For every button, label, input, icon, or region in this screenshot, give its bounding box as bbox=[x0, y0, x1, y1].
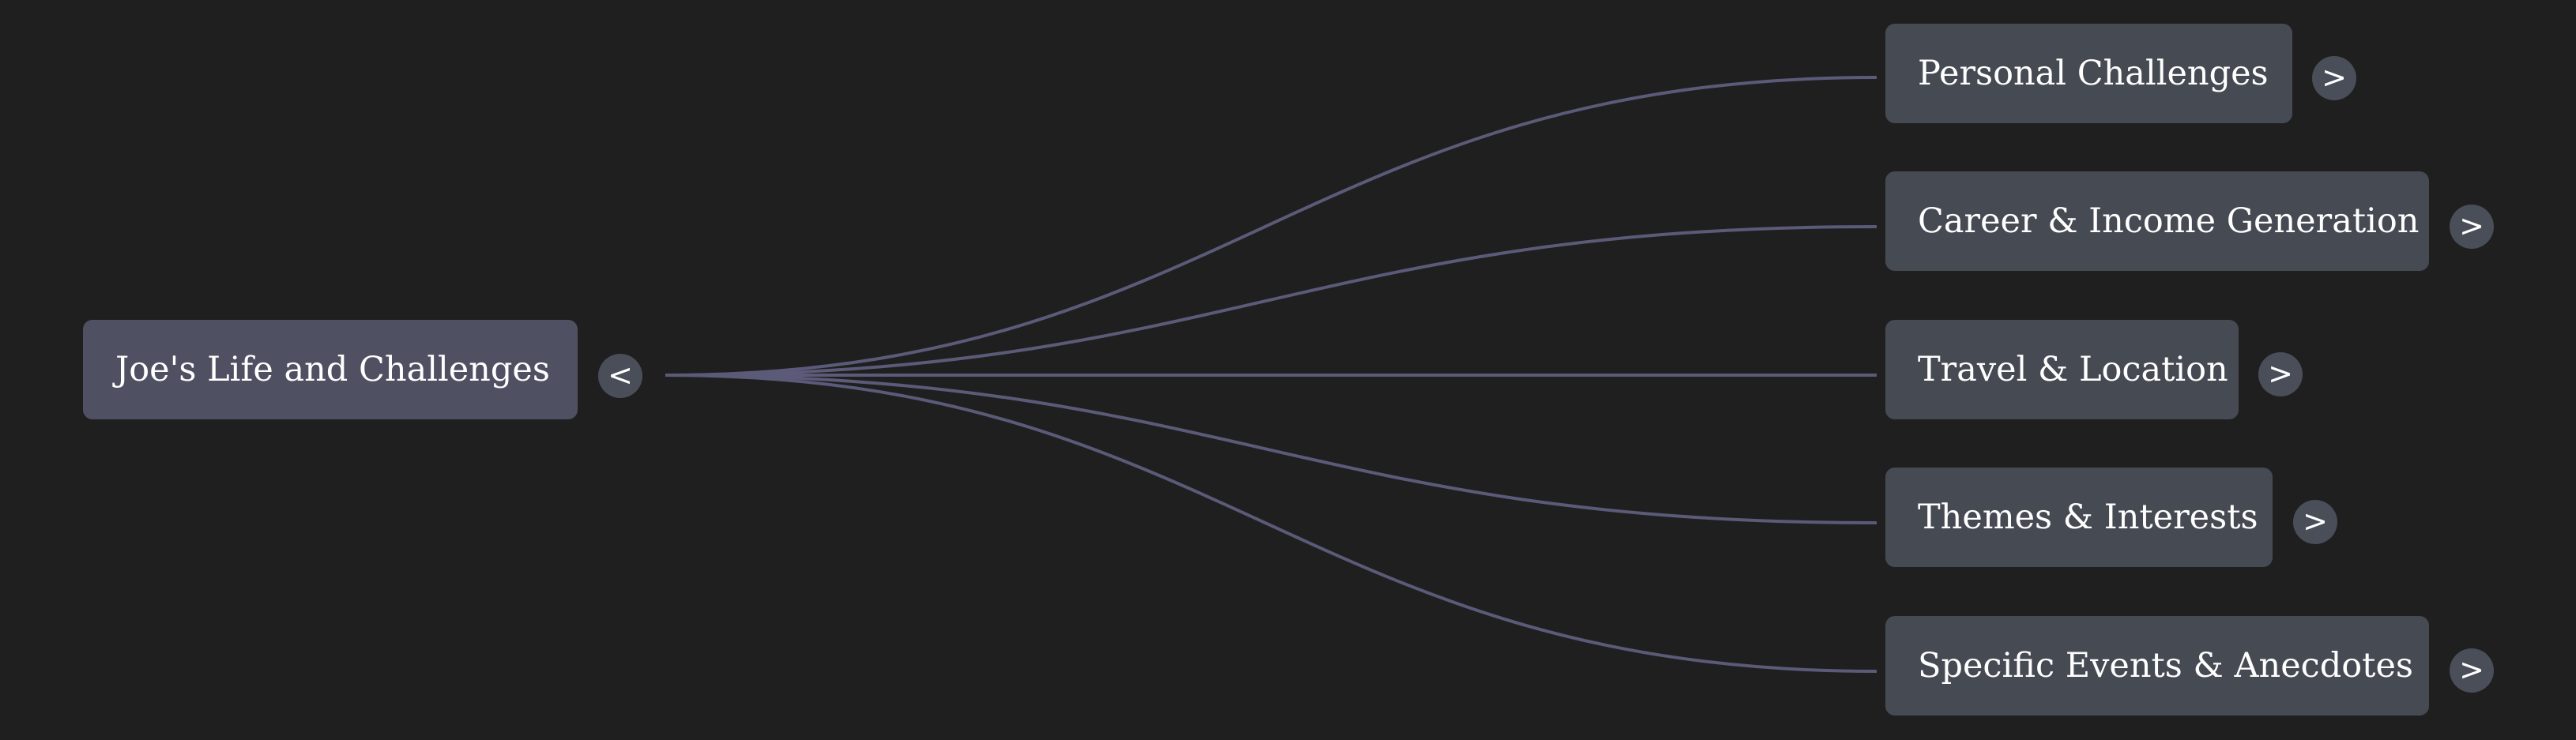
node-label: Specific Events & Anecdotes bbox=[1918, 646, 2413, 686]
connector-career-income bbox=[665, 225, 1877, 377]
root-node[interactable]: Joe's Life and Challenges bbox=[83, 320, 578, 419]
chevron-right-icon: > bbox=[2268, 356, 2293, 391]
connector-themes-interests bbox=[665, 374, 1877, 524]
connector-specific-events bbox=[665, 374, 1877, 673]
node-label: Travel & Location bbox=[1918, 350, 2228, 389]
chevron-right-icon: > bbox=[2459, 208, 2484, 243]
chevron-right-icon: > bbox=[2303, 504, 2328, 539]
expand-button-career-income-generation[interactable]: > bbox=[2450, 205, 2494, 249]
expand-button-personal-challenges[interactable]: > bbox=[2312, 56, 2356, 100]
connector-personal-challenges bbox=[665, 76, 1877, 377]
root-node-label: Joe's Life and Challenges bbox=[115, 350, 550, 389]
node-personal-challenges[interactable]: Personal Challenges bbox=[1885, 24, 2292, 123]
node-themes-interests[interactable]: Themes & Interests bbox=[1885, 468, 2273, 567]
node-specific-events-anecdotes[interactable]: Specific Events & Anecdotes bbox=[1885, 616, 2429, 716]
expand-button-themes-interests[interactable]: > bbox=[2293, 500, 2337, 544]
node-label: Personal Challenges bbox=[1918, 54, 2269, 93]
node-career-income-generation[interactable]: Career & Income Generation bbox=[1885, 171, 2429, 271]
chevron-right-icon: > bbox=[2459, 652, 2484, 687]
chevron-right-icon: > bbox=[2322, 60, 2347, 95]
node-travel-location[interactable]: Travel & Location bbox=[1885, 320, 2239, 419]
expand-button-specific-events-anecdotes[interactable]: > bbox=[2450, 648, 2494, 693]
expand-button-travel-location[interactable]: > bbox=[2258, 352, 2303, 396]
node-label: Career & Income Generation bbox=[1918, 201, 2420, 241]
chevron-left-icon: < bbox=[608, 358, 633, 393]
node-label: Themes & Interests bbox=[1918, 498, 2258, 537]
root-collapse-button[interactable]: < bbox=[598, 354, 642, 398]
